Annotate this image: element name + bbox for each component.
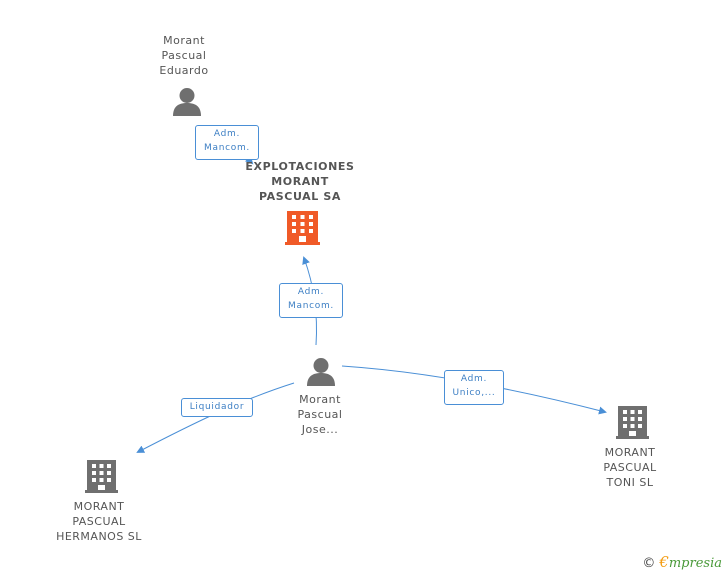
node-label-main-company[interactable]: EXPLOTACIONES MORANT PASCUAL SA (245, 160, 355, 203)
building-icon[interactable] (85, 460, 118, 493)
brand-initial: € (659, 553, 669, 571)
node-label-toni[interactable]: MORANT PASCUAL TONI SL (603, 446, 657, 489)
building-icon[interactable] (616, 406, 649, 439)
person-icon[interactable] (307, 358, 335, 386)
edge-label-eduardo-main: Adm. Mancom. (195, 125, 259, 160)
copyright-symbol: © (642, 556, 656, 571)
empresia-logo[interactable]: ©€mpresia (642, 553, 722, 571)
person-icon[interactable] (173, 88, 201, 116)
node-label-eduardo[interactable]: Morant Pascual Eduardo (159, 34, 209, 77)
edge-label-jose-hermanos: Liquidador (181, 398, 253, 417)
edge-label-jose-main: Adm. Mancom. (279, 283, 343, 318)
brand-name: mpresia (668, 556, 722, 571)
edge-label-jose-toni: Adm. Unico,... (444, 370, 504, 405)
node-label-hermanos[interactable]: MORANT PASCUAL HERMANOS SL (56, 500, 142, 543)
building-icon[interactable] (285, 211, 320, 245)
node-label-jose[interactable]: Morant Pascual Jose... (297, 393, 343, 436)
